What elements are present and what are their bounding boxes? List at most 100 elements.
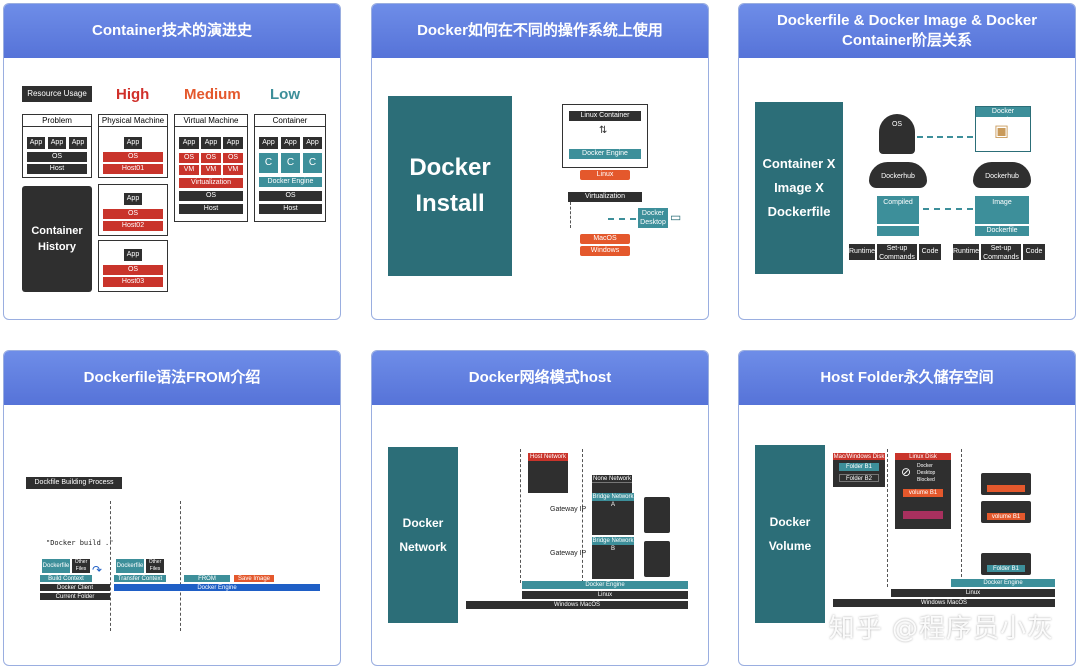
blocked-label: Docker Desktop Blocked bbox=[917, 463, 936, 483]
bridge-b-box: Bridge Network B bbox=[592, 537, 634, 579]
container-group-a bbox=[644, 497, 670, 533]
container-a bbox=[981, 473, 1031, 495]
physical-machine-box-2: App OS Host02 bbox=[98, 184, 168, 236]
card-title: Dockerfile & Docker Image & Docker Conta… bbox=[739, 4, 1075, 58]
physical-machine-box-3: App OS Host03 bbox=[98, 240, 168, 292]
card-title: Host Folder永久储存空间 bbox=[739, 351, 1075, 405]
gateway-ip-label: Gateway IP bbox=[550, 506, 587, 513]
linux-container-box: Linux Container ⇅ Docker Engine bbox=[562, 104, 648, 168]
card-title: Container技术的演进史 bbox=[4, 4, 340, 58]
os-label: OS bbox=[891, 121, 903, 128]
app-block: App bbox=[69, 137, 87, 149]
bridge-a-box: Bridge Network A bbox=[592, 493, 634, 535]
linux-bar: Linux bbox=[522, 591, 688, 599]
docker-container-label: Docker Container bbox=[976, 107, 1030, 124]
arrows-icon: ⇅ bbox=[599, 125, 608, 136]
physical-machine-label: Physical Machine bbox=[99, 115, 167, 127]
container-label: Container bbox=[255, 115, 325, 127]
card-host-folder[interactable]: Host Folder永久储存空间 Docker Volume Mac/Wind… bbox=[738, 350, 1076, 666]
card-title: Dockerfile语法FROM介绍 bbox=[4, 351, 340, 405]
docker-client-bar: Docker Client bbox=[40, 584, 110, 591]
linux-disk-box: Linux Disk ⊘ Docker Desktop Blocked volu… bbox=[895, 453, 951, 529]
app-block: App bbox=[124, 249, 142, 261]
host-network-label: Host Network bbox=[528, 453, 568, 461]
host-network-box: Host Network bbox=[528, 453, 568, 493]
os-bar: Windows MacOS bbox=[466, 601, 688, 609]
blocked-icon: ⊘ bbox=[901, 465, 912, 479]
dockerfile-block-left bbox=[877, 226, 919, 236]
other-files-block: Other Files bbox=[72, 559, 90, 573]
card-docker-os[interactable]: Docker如何在不同的操作系统上使用 Docker Install Linux… bbox=[371, 3, 709, 320]
runtime-block: Runtime bbox=[849, 244, 875, 260]
problem-label: Problem bbox=[23, 115, 91, 127]
card-container-history[interactable]: Container技术的演进史 Resource Usage High Medi… bbox=[3, 3, 341, 320]
runtime-block-right: Runtime bbox=[953, 244, 979, 260]
dockerfile-block: Dockerfile bbox=[975, 226, 1029, 236]
high-label: High bbox=[116, 86, 150, 103]
folder-b2: Folder B2 bbox=[839, 474, 879, 482]
watermark: 知乎 @程序员小灰 bbox=[828, 614, 1054, 644]
connector-line bbox=[923, 208, 973, 210]
os-block: OS bbox=[179, 153, 199, 163]
hierarchy-diagram: Container X Image X Dockerfile OS Docker… bbox=[739, 58, 1075, 319]
virtual-machine-box: Virtual Machine App App App OS OS OS VM … bbox=[174, 114, 248, 222]
transfer-context-bar: Transfer Context bbox=[114, 575, 166, 582]
resource-usage-label: Resource Usage bbox=[22, 86, 92, 102]
container-c-volume: Folder B1 bbox=[987, 565, 1025, 572]
docker-desktop-block: Docker Desktop bbox=[638, 208, 668, 228]
docker-volume-panel: Docker Volume bbox=[755, 445, 825, 623]
card-dockerfile-image-container[interactable]: Dockerfile & Docker Image & Docker Conta… bbox=[738, 3, 1076, 320]
linux-disk-label: Linux Disk bbox=[895, 453, 951, 460]
divider-line bbox=[887, 449, 888, 587]
medium-label: Medium bbox=[184, 86, 241, 103]
linux-bar: Linux bbox=[891, 589, 1055, 597]
other-files-block-2: Other Files bbox=[146, 559, 164, 573]
docker-volume-label: Docker Volume bbox=[768, 515, 812, 553]
card-title: Docker网络模式host bbox=[372, 351, 708, 405]
connector-line bbox=[608, 218, 636, 220]
os-block: OS bbox=[179, 191, 243, 201]
bridge-b-label: Bridge Network B bbox=[592, 537, 634, 552]
os-block: OS bbox=[259, 191, 322, 201]
vm-block: VM bbox=[223, 165, 243, 175]
card-docker-network-host[interactable]: Docker网络模式host Docker Network Host Netwo… bbox=[371, 350, 709, 666]
vm-block: VM bbox=[201, 165, 221, 175]
app-block: App bbox=[201, 137, 221, 149]
docker-container-box: Docker Container ▣ bbox=[975, 106, 1031, 152]
setup-commands-block: Set-up Commands bbox=[877, 244, 917, 261]
docker-install-panel: Docker Install bbox=[388, 96, 512, 276]
cix-label: Container X Image X Dockerfile bbox=[762, 156, 836, 219]
card-title: Docker如何在不同的操作系统上使用 bbox=[372, 4, 708, 58]
divider-line bbox=[582, 449, 583, 583]
gateway-ip-label-2: Gateway IP bbox=[550, 550, 587, 557]
os-block: OS bbox=[103, 265, 163, 275]
os-block: OS bbox=[103, 152, 163, 162]
os-block: OS bbox=[223, 153, 243, 163]
host02-block: Host02 bbox=[103, 221, 163, 231]
build-context-bar: Build Context bbox=[40, 575, 92, 582]
container-b-volume: volume B1 bbox=[987, 513, 1025, 520]
container-c: Folder B1 bbox=[981, 553, 1031, 575]
docker-install-label: Docker Install bbox=[409, 154, 491, 217]
dockerhub-cloud-right bbox=[973, 162, 1031, 188]
app-block: App bbox=[27, 137, 45, 149]
dockerhub-label-right: Dockerhub bbox=[985, 173, 1019, 180]
card-dockerfile-from[interactable]: Dockerfile语法FROM介绍 Dockfile Building Pro… bbox=[3, 350, 341, 666]
save-image-bar: Save Image bbox=[234, 575, 274, 582]
divider-line bbox=[180, 501, 181, 631]
docker-engine-bar: Docker Engine bbox=[114, 584, 320, 591]
volume-slot bbox=[903, 511, 943, 519]
docker-engine-bar: Docker Engine bbox=[951, 579, 1055, 587]
box-icon: ▣ bbox=[994, 123, 1010, 140]
container-a-volume bbox=[987, 485, 1025, 492]
docker-engine-bar: Docker Engine bbox=[522, 581, 688, 589]
host-block: Host bbox=[179, 204, 243, 214]
divider-line bbox=[520, 449, 521, 583]
c-block: C bbox=[259, 153, 278, 173]
virtualization-block: Virtualization bbox=[179, 178, 243, 188]
dockerhub-label: Dockerhub bbox=[881, 173, 915, 180]
dockerhub-cloud bbox=[869, 162, 927, 188]
vm-block: VM bbox=[179, 165, 199, 175]
app-block: App bbox=[303, 137, 322, 149]
compiled-block: Compiled bbox=[877, 196, 919, 224]
